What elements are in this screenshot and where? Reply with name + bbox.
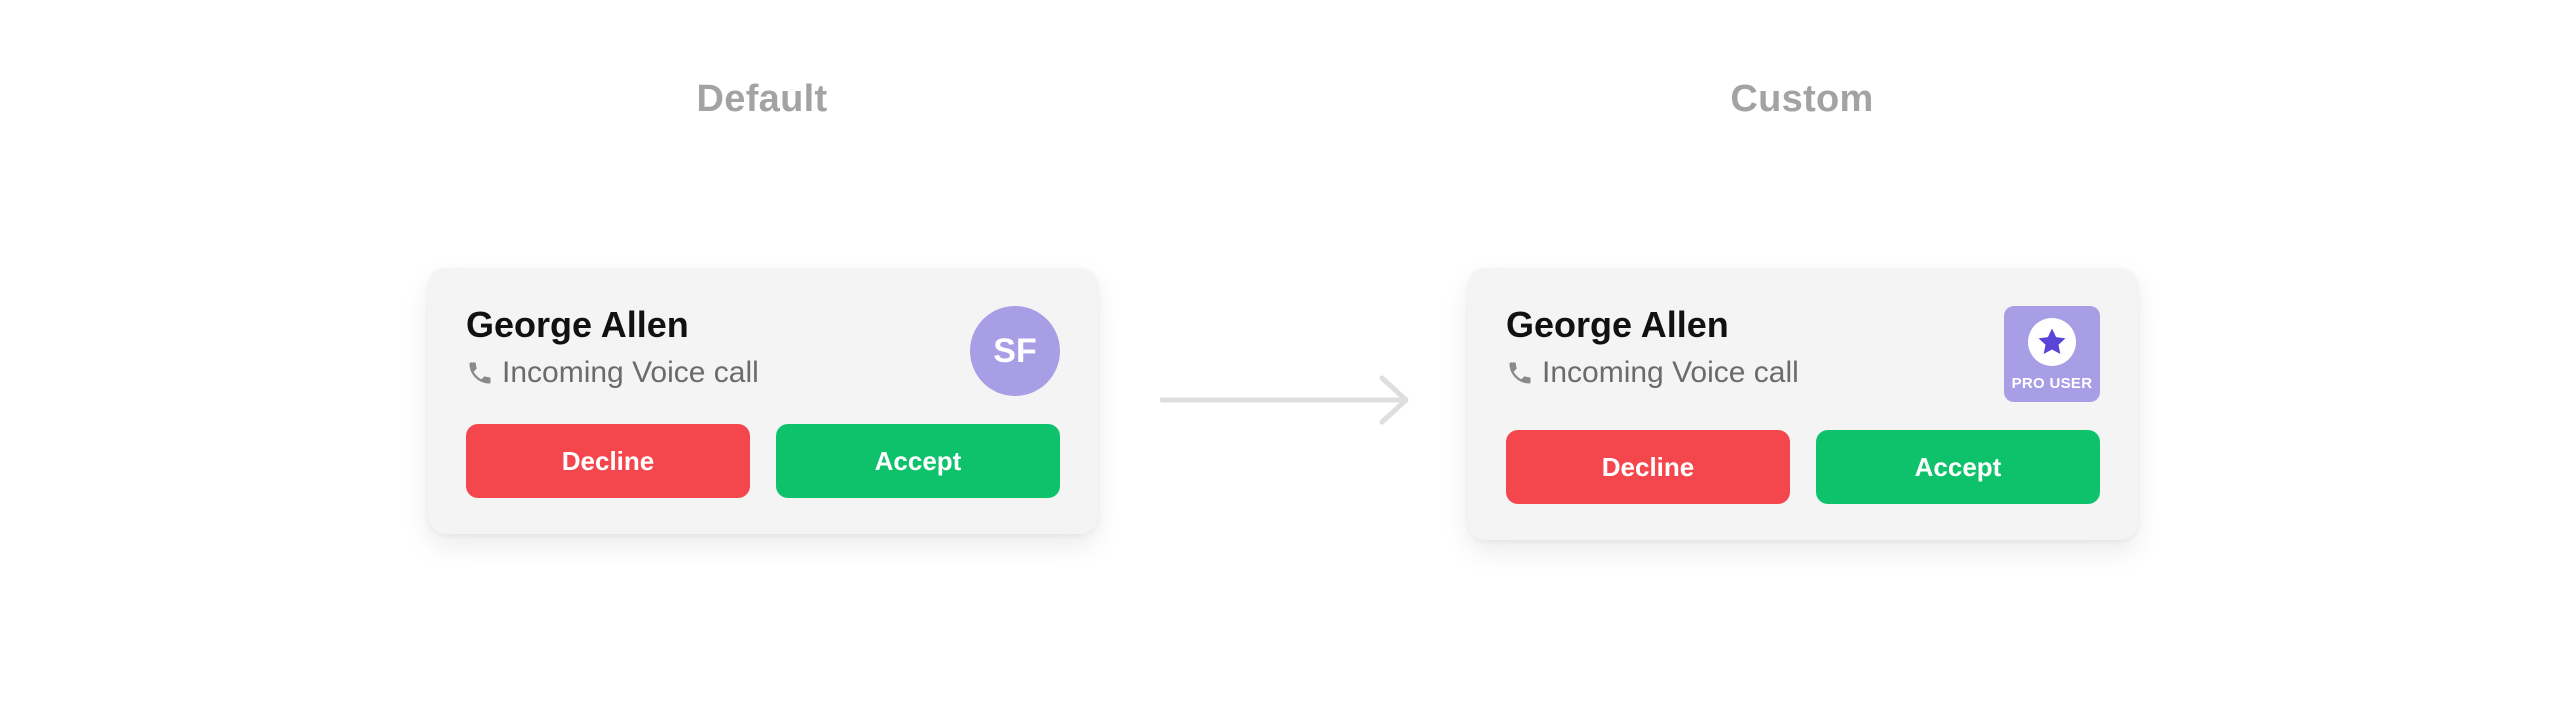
call-type-row: Incoming Voice call [1506,356,1799,390]
caller-name: George Allen [1506,304,1729,345]
phone-icon [466,359,494,387]
pro-user-badge: PRO USER [2004,306,2100,402]
decline-button[interactable]: Decline [466,424,750,498]
default-column-title: Default [696,78,828,120]
star-badge-circle [2028,318,2076,366]
arrow-right-icon [1160,375,1409,425]
call-type-label: Incoming Voice call [502,356,759,389]
caller-name: George Allen [466,304,689,345]
custom-column-title: Custom [1730,78,1874,120]
decline-button[interactable]: Decline [1506,430,1790,504]
star-icon [2038,328,2066,355]
accept-button[interactable]: Accept [776,424,1060,498]
call-type-label: Incoming Voice call [1542,356,1799,389]
avatar: SF [970,306,1060,396]
accept-button[interactable]: Accept [1816,430,2100,504]
default-incoming-call-card: George Allen Incoming Voice call SF Decl… [428,268,1098,534]
custom-incoming-call-card: George Allen Incoming Voice call PRO USE… [1468,268,2138,540]
pro-user-label: PRO USER [2011,375,2093,392]
phone-icon [1506,359,1534,387]
call-type-row: Incoming Voice call [466,356,759,390]
